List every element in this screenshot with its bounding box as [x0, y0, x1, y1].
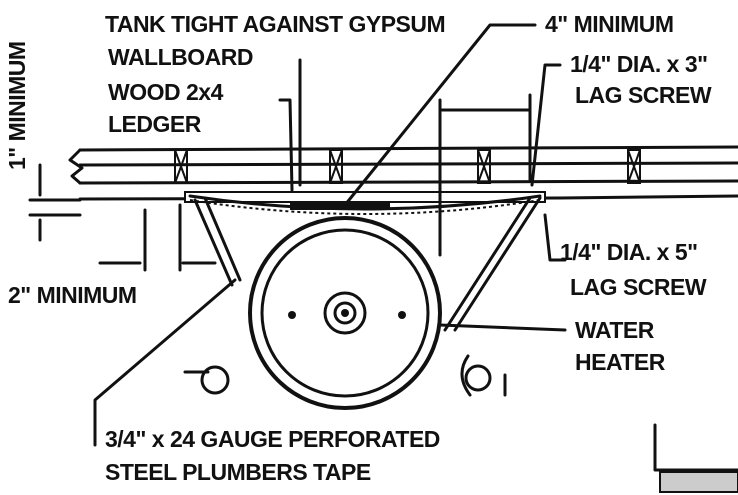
stud-marks [174, 149, 641, 184]
floor-corner [653, 423, 738, 493]
label-lag-3-1: 1/4" DIA. x 3" [570, 51, 708, 77]
label-tank-tight: TANK TIGHT AGAINST GYPSUM [105, 11, 445, 37]
label-one-minimum: 1" MINIMUM [4, 41, 30, 170]
label-lag-5-2: LAG SCREW [570, 274, 707, 300]
label-lag-3-2: LAG SCREW [575, 82, 712, 108]
label-tape-2: STEEL PLUMBERS TAPE [105, 459, 371, 485]
label-wood-ledger-2: LEDGER [108, 111, 202, 137]
label-wood-ledger-1: WOOD 2x4 [108, 79, 224, 105]
water-heater-tank [248, 216, 442, 410]
label-two-minimum: 2" MINIMUM [8, 282, 137, 308]
rotation-symbols [183, 354, 507, 397]
label-four-minimum: 4" MINIMUM [545, 11, 674, 37]
label-wallboard: WALLBOARD [108, 44, 253, 70]
label-tape-1: 3/4" x 24 GAUGE PERFORATED [105, 426, 440, 452]
label-lag-5-1: 1/4" DIA. x 5" [560, 239, 698, 265]
label-water-2: HEATER [575, 349, 666, 375]
wall-section [68, 145, 738, 215]
steel-tape-strap [193, 196, 542, 332]
label-water-1: WATER [575, 317, 655, 343]
leader-lines [28, 23, 567, 447]
